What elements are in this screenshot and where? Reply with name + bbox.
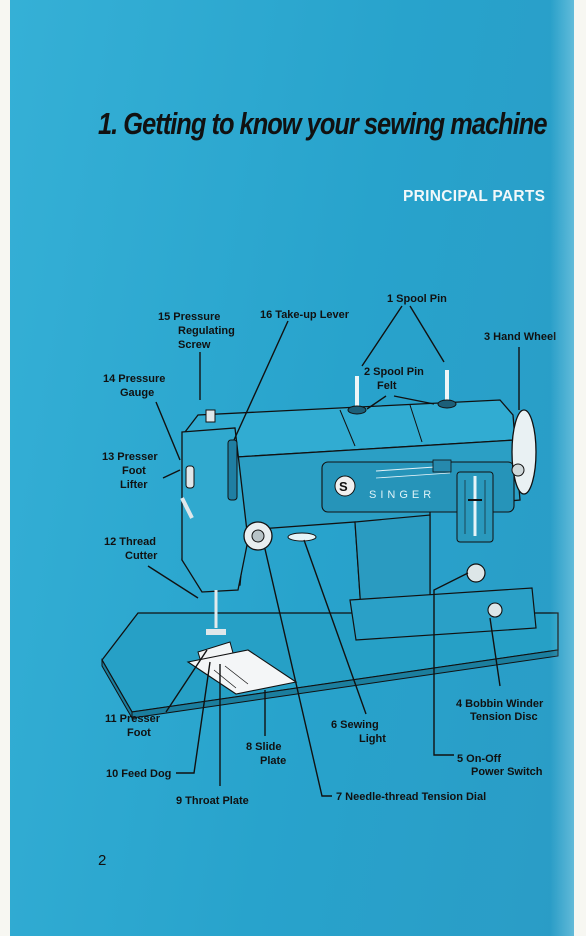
label-hand-wheel: 3 Hand Wheel [484, 331, 556, 343]
label-on-off: 5 On-Off [457, 753, 501, 765]
label-bobbin-winder-2: Tension Disc [470, 711, 538, 723]
sewing-machine-diagram: S SINGER [101, 293, 559, 807]
label-presser-foot-lifter-2: Foot [122, 465, 146, 477]
manual-page: 1. Getting to know your sewing machine P… [10, 0, 574, 936]
label-presser-foot-lifter-3: Lifter [120, 479, 148, 491]
label-throat-plate: 9 Throat Plate [176, 795, 249, 807]
label-sewing-light: 6 Sewing [331, 719, 379, 731]
leader-lines [147, 305, 520, 797]
label-presser-foot-lifter: 13 Presser [102, 451, 158, 463]
label-take-up-lever: 16 Take-up Lever [260, 309, 350, 321]
label-on-off-2: Power Switch [471, 766, 543, 778]
label-slide-plate: 8 Slide [246, 741, 281, 753]
page-title: 1. Getting to know your sewing machine [98, 106, 547, 141]
label-slide-plate-2: Plate [260, 755, 286, 767]
label-pressure-gauge: 14 Pressure [103, 373, 165, 385]
label-spool-pin-felt: 2 Spool Pin [364, 366, 424, 378]
page-number: 2 [98, 852, 107, 869]
part-labels: 1 Spool Pin 2 Spool Pin Felt 3 Hand Whee… [102, 293, 556, 807]
brand-label: SINGER [369, 489, 435, 501]
label-pressure-gauge-2: Gauge [120, 387, 154, 399]
label-thread-cutter: 12 Thread [104, 536, 156, 548]
label-spool-pin: 1 Spool Pin [387, 293, 447, 305]
label-tension-dial: 7 Needle-thread Tension Dial [336, 791, 486, 803]
label-thread-cutter-2: Cutter [125, 550, 158, 562]
label-sewing-light-2: Light [359, 733, 386, 745]
label-bobbin-winder: 4 Bobbin Winder [456, 698, 544, 710]
machine-body: S SINGER [180, 370, 537, 695]
label-presser-foot: 11 Presser [105, 713, 161, 725]
label-pressure-screw-3: Screw [178, 339, 211, 351]
label-presser-foot-2: Foot [127, 727, 151, 739]
svg-text:S: S [339, 479, 348, 494]
label-pressure-screw-2: Regulating [178, 325, 235, 337]
label-feed-dog: 10 Feed Dog [106, 768, 171, 780]
label-spool-pin-felt-2: Felt [377, 380, 397, 392]
section-subtitle: PRINCIPAL PARTS [403, 188, 546, 205]
label-pressure-screw: 15 Pressure [158, 311, 220, 323]
